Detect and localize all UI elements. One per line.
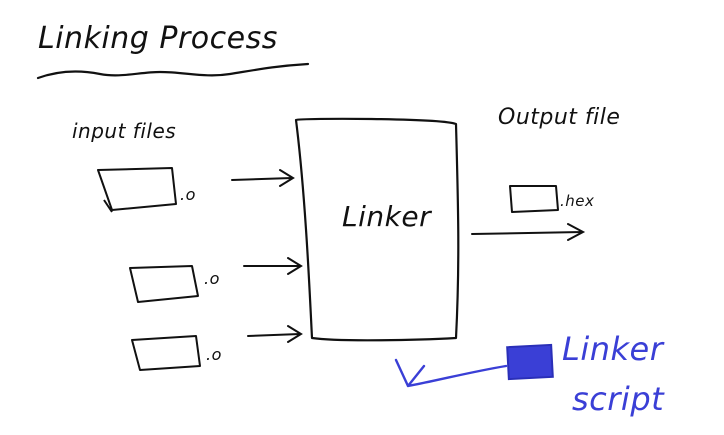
input-arrow-3	[247, 325, 303, 343]
input-file-ext: .o	[206, 345, 222, 364]
script-arrow	[394, 358, 508, 388]
file-icon	[509, 185, 559, 213]
linker-label: Linker	[342, 200, 432, 233]
input-file-2: .o	[129, 265, 220, 303]
output-file: .hex	[509, 185, 594, 213]
title-underline	[36, 62, 310, 80]
linker-script: Linker script	[394, 330, 665, 418]
input-files-label: input files	[72, 119, 176, 143]
input-arrow-1	[231, 169, 295, 187]
file-icon	[97, 167, 177, 213]
output-file-label: Output file	[498, 105, 620, 130]
input-file-ext: .o	[204, 269, 220, 288]
linker-script-label-line2: script	[572, 380, 665, 418]
linker-script-label-line1: Linker	[562, 330, 665, 368]
input-file-ext: .o	[180, 185, 196, 204]
file-icon	[131, 335, 201, 371]
diagram-title: Linking Process	[38, 21, 278, 56]
file-icon	[129, 265, 199, 303]
output-file-ext: .hex	[560, 192, 594, 210]
input-file-3: .o	[131, 335, 222, 371]
input-arrow-2	[243, 257, 303, 275]
input-file-1: .o	[97, 167, 196, 213]
script-file-icon	[506, 343, 554, 381]
linker-box	[294, 117, 460, 342]
output-arrow	[471, 223, 586, 241]
